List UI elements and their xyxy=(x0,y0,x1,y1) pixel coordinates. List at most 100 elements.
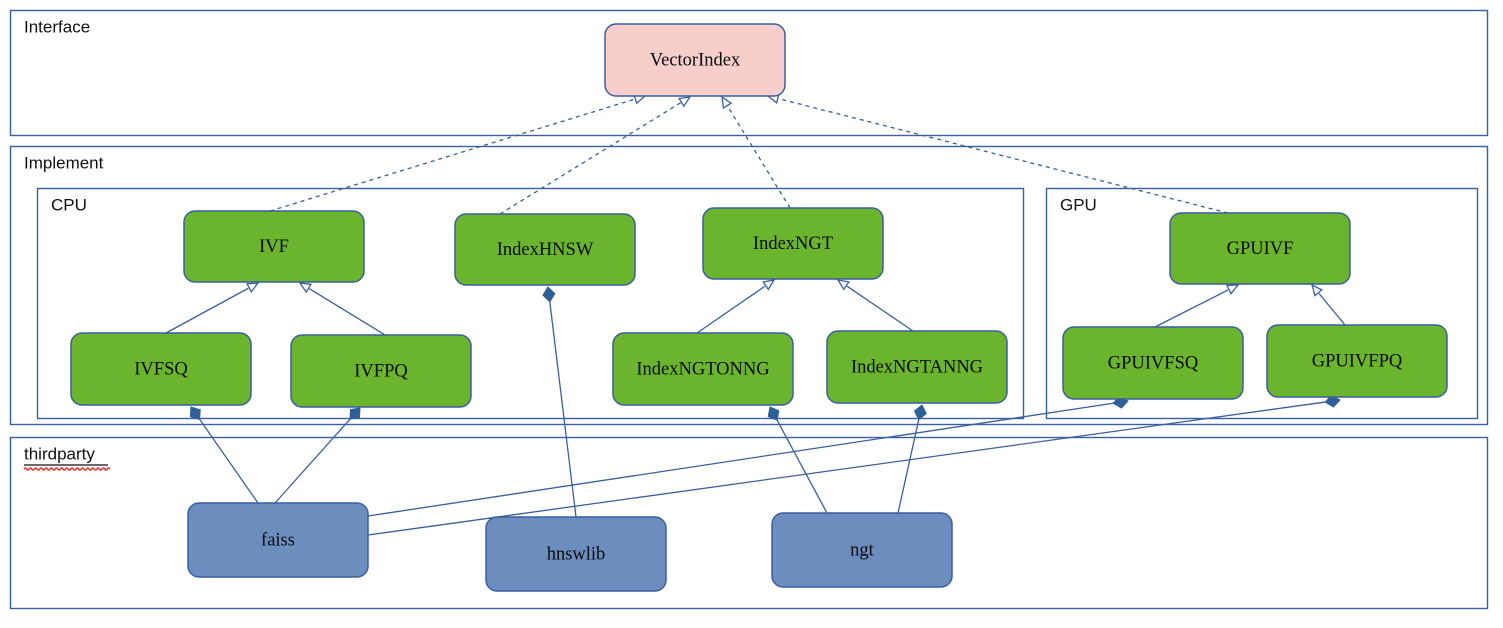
edge-gpuivfsq-faiss xyxy=(367,395,1129,517)
node-box-gpuivfsq[interactable] xyxy=(1062,326,1244,400)
edge-indexngtonng-ngt xyxy=(767,406,828,514)
edge-ivfsq-ivf xyxy=(165,282,260,334)
edge-head-hollow-triangle-indexhnsw-vectorindex xyxy=(678,96,692,108)
node-label-faiss: faiss xyxy=(261,530,295,550)
edge-connectors xyxy=(165,93,1346,536)
edge-line-ivfpq-faiss xyxy=(274,418,351,504)
edge-head-hollow-triangle-indexngt-vectorindex xyxy=(721,95,733,109)
node-box-ngt[interactable] xyxy=(771,512,953,588)
group-border-thirdparty xyxy=(9,436,1489,610)
node-faiss[interactable]: faiss xyxy=(187,502,369,578)
edge-line-ivfsq-ivf xyxy=(165,287,249,334)
node-gpuivfpq[interactable]: GPUIVFPQ xyxy=(1266,324,1448,398)
edge-indexhnsw-vectorindex xyxy=(499,96,692,215)
node-box-hnswlib[interactable] xyxy=(485,516,667,592)
edge-line-ivfpq-ivf xyxy=(309,288,386,336)
node-label-ivfsq: IVFSQ xyxy=(134,359,188,379)
edge-head-hollow-triangle-ivfsq-ivf xyxy=(245,282,260,293)
node-box-indexhnsw[interactable] xyxy=(454,213,636,286)
group-border-implement xyxy=(9,145,1489,426)
edge-indexngtonng-indexngt xyxy=(696,279,776,334)
node-box-indexngt[interactable] xyxy=(702,207,884,280)
node-box-gpuivfpq[interactable] xyxy=(1266,324,1448,398)
node-label-ivf: IVF xyxy=(259,237,289,257)
edge-line-gpuivfpq-gpuivf xyxy=(1318,293,1346,326)
edge-ivfpq-ivf xyxy=(298,282,386,336)
edge-line-indexngtonng-ngt xyxy=(776,419,828,514)
group-label-thirdparty: thirdparty xyxy=(24,444,95,463)
node-label-indexngtonng: IndexNGTONNG xyxy=(636,359,769,379)
node-ivfsq[interactable]: IVFSQ xyxy=(70,332,252,406)
node-indexngtonng[interactable]: IndexNGTONNG xyxy=(612,332,794,406)
edge-line-gpuivfpq-faiss xyxy=(367,401,1326,536)
group-interface: Interface xyxy=(9,9,1489,137)
group-gpu: GPU xyxy=(1045,187,1479,420)
node-ivf[interactable]: IVF xyxy=(183,210,365,283)
edge-head-hollow-triangle-gpuivfsq-gpuivf xyxy=(1225,284,1240,295)
node-box-indexngtonng[interactable] xyxy=(612,332,794,406)
node-label-indexngtanng: IndexNGTANNG xyxy=(851,357,983,377)
node-gpuivfsq[interactable]: GPUIVFSQ xyxy=(1062,326,1244,400)
edge-indexngtanng-indexngt xyxy=(836,279,914,332)
edge-indexngtanng-ngt xyxy=(897,404,927,514)
group-implement: Implement xyxy=(9,145,1489,426)
edge-line-indexngtonng-indexngt xyxy=(696,285,766,334)
edge-line-gpuivfsq-faiss xyxy=(367,402,1114,517)
node-label-ivfpq: IVFPQ xyxy=(354,361,408,381)
node-indexngtanng[interactable]: IndexNGTANNG xyxy=(826,330,1008,404)
node-indexngt[interactable]: IndexNGT xyxy=(702,207,884,280)
edge-line-indexhnsw-hnswlib xyxy=(549,301,577,518)
edge-indexhnsw-hnswlib xyxy=(542,286,577,518)
edge-gpuivf-vectorindex xyxy=(766,93,1229,214)
edge-head-filled-diamond-ivfpq-faiss xyxy=(349,407,361,420)
node-box-faiss[interactable] xyxy=(187,502,369,578)
spellcheck-squiggle-thirdparty xyxy=(23,467,111,471)
node-label-gpuivfsq: GPUIVFSQ xyxy=(1108,353,1199,373)
edge-line-ivfsq-faiss xyxy=(199,418,259,504)
node-ivfpq[interactable]: IVFPQ xyxy=(290,334,472,408)
group-border-interface xyxy=(9,9,1489,137)
edge-line-ivf-vectorindex xyxy=(269,98,635,212)
node-vectorindex[interactable]: VectorIndex xyxy=(604,23,786,97)
edge-ivfpq-faiss xyxy=(274,407,361,504)
group-cpu: CPU xyxy=(36,187,1025,420)
edge-head-filled-diamond-indexhnsw-hnswlib xyxy=(542,286,556,303)
group-label-gpu: GPU xyxy=(1060,195,1097,214)
group-thirdparty: thirdparty xyxy=(9,436,1489,610)
node-box-gpuivf[interactable] xyxy=(1169,212,1351,285)
edge-head-hollow-triangle-indexngtanng-indexngt xyxy=(836,279,850,291)
node-box-ivfpq[interactable] xyxy=(290,334,472,408)
edge-head-filled-diamond-ivfsq-faiss xyxy=(189,406,201,420)
edge-line-gpuivfsq-gpuivf xyxy=(1154,289,1229,328)
group-label-implement: Implement xyxy=(24,153,104,172)
edge-line-indexngtanng-ngt xyxy=(897,419,920,514)
node-box-vectorindex[interactable] xyxy=(604,23,786,97)
edge-line-gpuivf-vectorindex xyxy=(778,98,1229,214)
node-indexhnsw[interactable]: IndexHNSW xyxy=(454,213,636,286)
node-gpuivf[interactable]: GPUIVF xyxy=(1169,212,1351,285)
node-ngt[interactable]: ngt xyxy=(771,512,953,588)
node-label-gpuivf: GPUIVF xyxy=(1227,239,1294,259)
group-label-interface: Interface xyxy=(24,17,90,36)
edge-line-indexngtanng-indexngt xyxy=(846,285,914,332)
node-label-gpuivfpq: GPUIVFPQ xyxy=(1312,351,1403,371)
edge-head-hollow-triangle-ivfpq-ivf xyxy=(298,282,312,294)
group-label-cpu: CPU xyxy=(51,195,87,214)
edge-ivf-vectorindex xyxy=(269,93,647,212)
edge-gpuivfsq-gpuivf xyxy=(1154,284,1240,328)
node-label-indexhnsw: IndexHNSW xyxy=(497,240,594,260)
node-label-vectorindex: VectorIndex xyxy=(650,50,741,70)
edge-line-indexngt-vectorindex xyxy=(727,106,791,209)
node-hnswlib[interactable]: hnswlib xyxy=(485,516,667,592)
node-box-indexngtanng[interactable] xyxy=(826,330,1008,404)
node-box-ivf[interactable] xyxy=(183,210,365,283)
edge-head-filled-diamond-indexngtanng-ngt xyxy=(913,404,927,421)
group-border-cpu xyxy=(36,187,1025,420)
node-box-ivfsq[interactable] xyxy=(70,332,252,406)
group-border-gpu xyxy=(1045,187,1479,420)
edge-indexngt-vectorindex xyxy=(721,95,791,209)
